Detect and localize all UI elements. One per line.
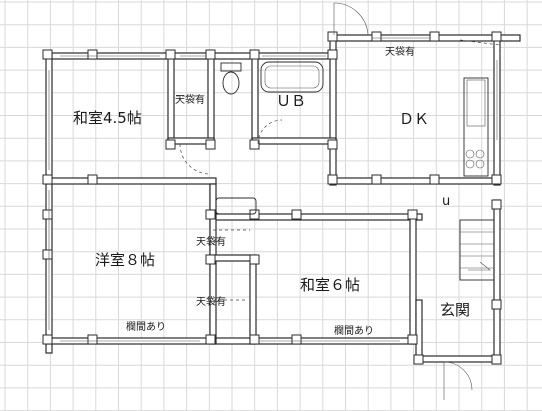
post <box>165 139 176 150</box>
post <box>249 49 260 60</box>
post <box>291 209 302 220</box>
post <box>491 199 502 210</box>
post <box>327 31 338 42</box>
post <box>327 49 338 60</box>
post <box>491 31 502 42</box>
post <box>165 49 176 60</box>
note-ranma-right: 欄間あり <box>334 324 374 337</box>
room-label-youshitsu8: 洋室８帖 <box>95 251 155 269</box>
post <box>291 334 302 345</box>
note-ranma-left: 欄間あり <box>126 320 166 333</box>
post <box>371 174 382 185</box>
post <box>249 139 260 150</box>
room-label-ub: ＵＢ <box>276 92 306 110</box>
posts <box>42 31 502 365</box>
note-tenbukuro-mid: 天袋有 <box>196 235 226 248</box>
note-tenbukuro-low: 天袋有 <box>196 295 226 308</box>
post <box>407 209 418 220</box>
post <box>205 209 216 220</box>
post <box>42 49 53 60</box>
room-label-washitsu45: 和室4.5帖 <box>73 109 142 127</box>
room-label-dk: ＤＫ <box>399 110 429 128</box>
kitchen-counter <box>463 77 489 177</box>
post <box>327 139 338 150</box>
labels: 和室4.5帖 ＵＢ ＤＫ 洋室８帖 和室６帖 玄関 天袋有 天袋有 天袋有 天袋… <box>73 45 470 337</box>
post <box>371 31 382 42</box>
post <box>87 49 98 60</box>
post <box>407 334 418 345</box>
post <box>87 334 98 345</box>
fridge-mark: u <box>442 194 450 209</box>
post <box>249 334 260 345</box>
toilet-icon <box>220 62 242 95</box>
post <box>205 49 216 60</box>
room-label-washitsu6: 和室６帖 <box>300 276 360 294</box>
post <box>205 254 216 265</box>
post <box>429 31 440 42</box>
stairs <box>459 219 495 281</box>
post <box>42 334 53 345</box>
post <box>413 354 424 365</box>
post <box>249 254 260 265</box>
post <box>491 299 502 310</box>
post <box>205 334 216 345</box>
post <box>42 249 53 260</box>
post <box>327 174 338 185</box>
post <box>87 174 98 185</box>
post <box>42 209 53 220</box>
note-tenbukuro-closet: 天袋有 <box>175 93 205 106</box>
room-label-genkan: 玄関 <box>440 301 470 319</box>
post <box>249 209 260 220</box>
post <box>205 139 216 150</box>
note-tenbukuro-top: 天袋有 <box>385 45 415 58</box>
post <box>42 174 53 185</box>
fixtures <box>215 61 495 281</box>
doors <box>176 2 501 400</box>
post <box>491 354 502 365</box>
bathtub <box>260 61 324 93</box>
windows <box>48 37 498 342</box>
post <box>491 174 502 185</box>
post <box>429 174 440 185</box>
